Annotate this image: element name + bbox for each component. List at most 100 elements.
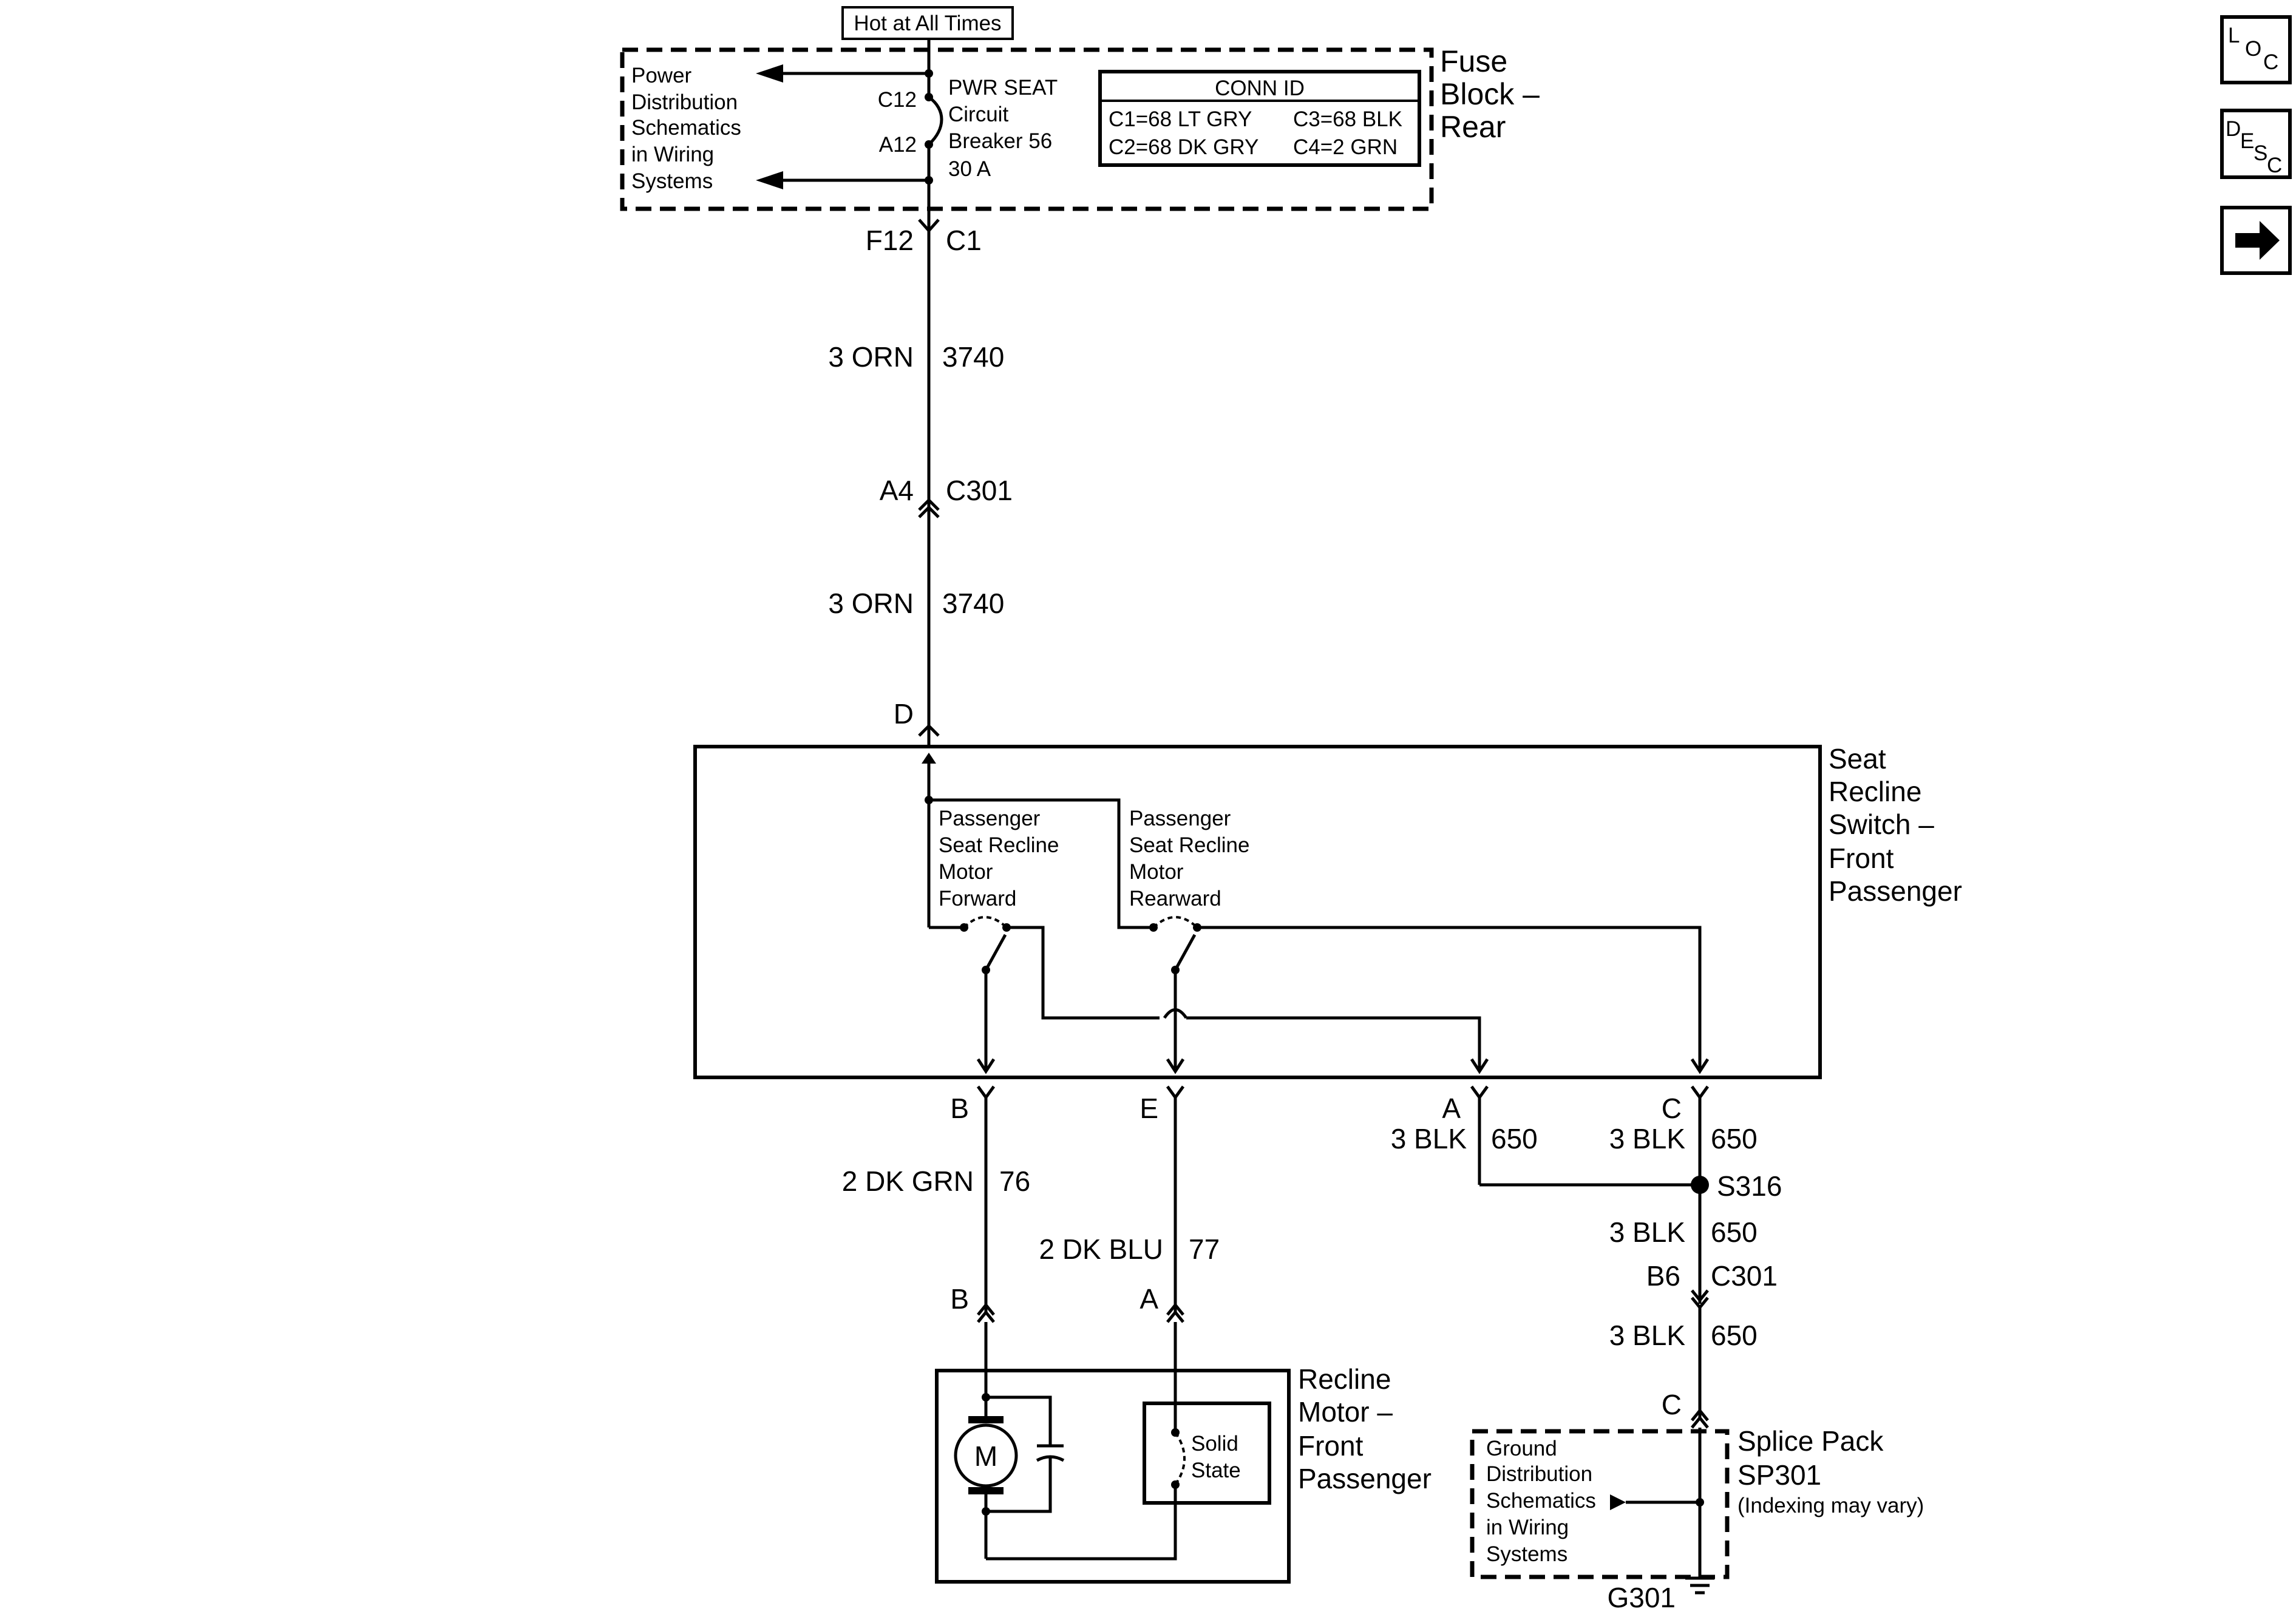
wire-circuit-3740-2: 3740 xyxy=(942,588,1004,619)
wire-gauge-orn-2: 3 ORN xyxy=(828,588,914,619)
svg-text:in Wiring: in Wiring xyxy=(631,143,714,166)
splice-s316 xyxy=(1691,1176,1709,1194)
conn-id-table: CONN ID C1=68 LT GRY C3=68 BLK C2=68 DK … xyxy=(1098,70,1421,167)
seat-recline-switch-outline xyxy=(693,745,1822,1079)
motor-pin-a: A xyxy=(1140,1283,1158,1315)
svg-text:in Wiring: in Wiring xyxy=(1486,1516,1569,1539)
loc-button[interactable]: L O C xyxy=(2220,15,2292,84)
svg-text:Passenger: Passenger xyxy=(1129,807,1231,830)
right-arrow-icon xyxy=(2235,221,2280,260)
seat-recline-switch-name: Seat Recline Switch – Front Passenger xyxy=(1829,743,1962,907)
svg-text:Fuse: Fuse xyxy=(1440,44,1507,78)
svg-text:Ground: Ground xyxy=(1486,1437,1557,1460)
svg-text:Motor: Motor xyxy=(939,860,993,884)
circuit-breaker-symbol xyxy=(928,95,943,146)
svg-text:Power: Power xyxy=(631,64,692,87)
svg-text:Systems: Systems xyxy=(1486,1542,1567,1566)
svg-text:Seat Recline: Seat Recline xyxy=(1129,833,1249,857)
svg-text:Rearward: Rearward xyxy=(1129,887,1221,910)
forward-switch-label: Passenger Seat Recline Motor Forward xyxy=(939,807,1059,910)
svg-text:Switch –: Switch – xyxy=(1829,808,1934,840)
svg-text:Breaker 56: Breaker 56 xyxy=(948,129,1052,153)
svg-text:Passenger: Passenger xyxy=(1298,1463,1432,1494)
desc-letter-e: E xyxy=(2240,129,2254,153)
svg-text:Front: Front xyxy=(1298,1430,1364,1462)
recline-motor-name: Recline Motor – Front Passenger xyxy=(1298,1363,1432,1494)
wire-gauge-blk-b: 3 BLK xyxy=(1609,1320,1686,1351)
svg-text:Distribution: Distribution xyxy=(1486,1462,1592,1486)
svg-text:C3=68 BLK: C3=68 BLK xyxy=(1293,107,1402,131)
recline-motor-outline xyxy=(935,1369,1291,1584)
svg-text:Forward: Forward xyxy=(939,887,1016,910)
svg-text:Recline: Recline xyxy=(1298,1363,1391,1395)
svg-text:C4=2 GRN: C4=2 GRN xyxy=(1293,135,1398,159)
connector-c301-lower: C301 xyxy=(1711,1260,1778,1292)
wire-gauge-dkblu: 2 DK BLU xyxy=(1039,1233,1163,1265)
motor-symbol-m: M xyxy=(974,1440,997,1472)
connector-b6: B6 xyxy=(1646,1260,1680,1292)
svg-text:Passenger: Passenger xyxy=(1829,875,1962,907)
power-distribution-reference: Power Distribution Schematics in Wiring … xyxy=(631,64,741,193)
wire-circuit-76: 76 xyxy=(999,1165,1030,1197)
svg-text:Motor –: Motor – xyxy=(1298,1396,1393,1428)
breaker-pin-c12: C12 xyxy=(878,88,917,112)
ground-distribution-reference: Ground Distribution Schematics in Wiring… xyxy=(1486,1437,1596,1566)
svg-text:30 A: 30 A xyxy=(948,157,991,181)
connector-f12: F12 xyxy=(866,225,914,256)
switch-pin-a: A xyxy=(1442,1093,1461,1124)
wire-gauge-blk-a: 3 BLK xyxy=(1391,1123,1467,1154)
svg-text:Front: Front xyxy=(1829,842,1894,874)
motor-pin-b: B xyxy=(950,1283,969,1315)
svg-text:Block –: Block – xyxy=(1440,77,1540,111)
wire-gauge-orn-1: 3 ORN xyxy=(828,341,914,373)
wire-circuit-650-a: 650 xyxy=(1491,1123,1538,1154)
switch-pin-e: E xyxy=(1140,1093,1158,1124)
solid-state-switch xyxy=(1143,1402,1271,1505)
svg-text:SP301: SP301 xyxy=(1737,1459,1821,1491)
wire-gauge-dkgrn: 2 DK GRN xyxy=(842,1165,974,1197)
connector-c301-upper: C301 xyxy=(946,475,1013,506)
loc-letter-l: L xyxy=(2228,24,2240,47)
wire-circuit-650-c: 650 xyxy=(1711,1123,1758,1154)
ground-icon xyxy=(1685,1576,1714,1595)
svg-text:Rear: Rear xyxy=(1440,110,1506,144)
wire-circuit-3740-1: 3740 xyxy=(942,341,1004,373)
wire-circuit-650-b: 650 xyxy=(1711,1320,1758,1351)
splice-pack-name: Splice Pack SP301 xyxy=(1737,1425,1884,1491)
svg-text:CONN ID: CONN ID xyxy=(1215,76,1305,100)
wire-gauge-blk-s: 3 BLK xyxy=(1609,1216,1686,1248)
svg-text:Distribution: Distribution xyxy=(631,90,738,114)
fuse-block-name: Fuse Block – Rear xyxy=(1440,44,1540,144)
svg-text:Systems: Systems xyxy=(631,169,713,193)
solid-state-label-1: Solid xyxy=(1191,1432,1238,1456)
rearward-switch-label: Passenger Seat Recline Motor Rearward xyxy=(1129,807,1249,910)
svg-text:Seat Recline: Seat Recline xyxy=(939,833,1059,857)
svg-text:Passenger: Passenger xyxy=(939,807,1041,830)
fuse-block-outline xyxy=(620,47,1434,211)
motor-icon xyxy=(954,1423,1018,1488)
svg-text:Motor: Motor xyxy=(1129,860,1184,884)
desc-button[interactable]: D E S C xyxy=(2220,109,2292,179)
splice-pack-note: (Indexing may vary) xyxy=(1737,1494,1924,1517)
switch-pin-b: B xyxy=(950,1093,969,1124)
wire-circuit-650-s: 650 xyxy=(1711,1216,1758,1248)
connector-c1: C1 xyxy=(946,225,982,256)
breaker-label: PWR SEAT Circuit Breaker 56 30 A xyxy=(948,76,1058,181)
rearward-switch-contacts xyxy=(1149,916,1702,1068)
svg-text:C1=68 LT GRY: C1=68 LT GRY xyxy=(1109,107,1252,131)
svg-text:PWR SEAT: PWR SEAT xyxy=(948,76,1058,100)
hot-at-all-times-label: Hot at All Times xyxy=(854,12,1001,35)
loc-letter-c: C xyxy=(2263,50,2278,74)
ground-g301: G301 xyxy=(1607,1582,1676,1613)
splice-s316-label: S316 xyxy=(1717,1170,1782,1202)
svg-text:Recline: Recline xyxy=(1829,776,1921,807)
desc-letter-d: D xyxy=(2226,117,2241,141)
connector-a4: A4 xyxy=(880,475,914,506)
svg-text:Schematics: Schematics xyxy=(1486,1489,1596,1513)
next-button[interactable] xyxy=(2220,206,2292,275)
svg-text:Splice Pack: Splice Pack xyxy=(1737,1425,1884,1457)
desc-letter-c: C xyxy=(2267,154,2282,177)
splice-pin-c: C xyxy=(1662,1389,1682,1420)
switch-pin-c: C xyxy=(1662,1093,1682,1124)
connector-pin-d: D xyxy=(894,698,914,730)
